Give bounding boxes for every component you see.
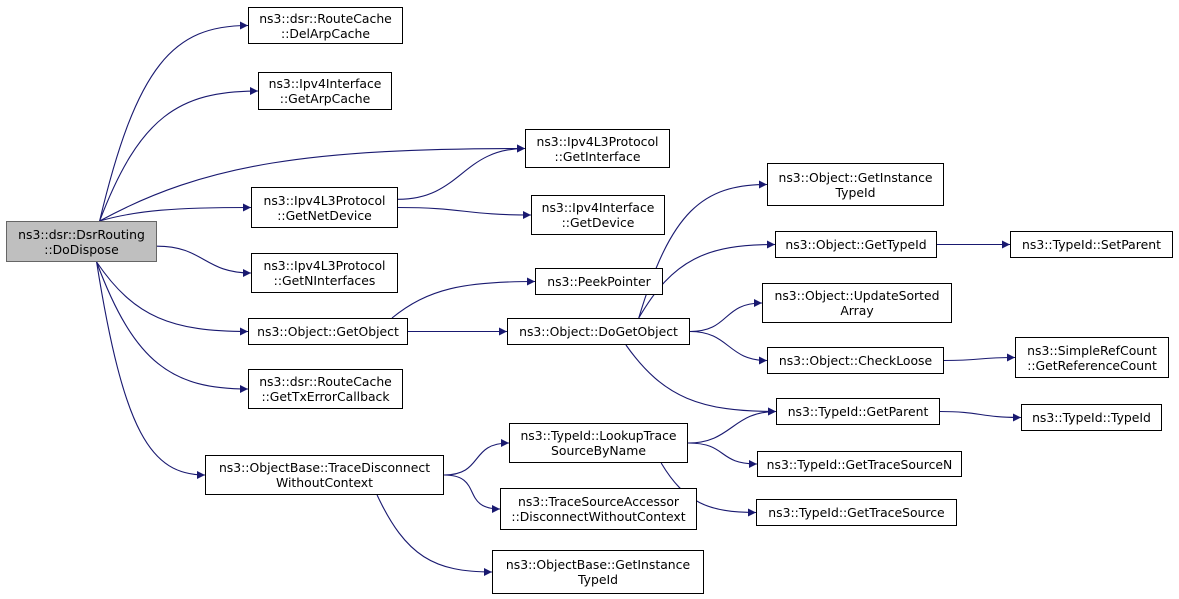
node-gettracesourcen[interactable]: ns3::TypeId::GetTraceSourceN [757, 451, 962, 477]
node-getrefcount[interactable]: ns3::SimpleRefCount::GetReferenceCount [1015, 337, 1169, 378]
edge-root-to-getarp [99, 87, 259, 222]
node-label-line: ns3::Ipv4L3Protocol [536, 133, 659, 149]
edge-dogetobject-to-checkloose [689, 330, 768, 365]
node-tracesourceaccessor[interactable]: ns3::TraceSourceAccessor::DisconnectWith… [500, 488, 697, 530]
node-label-line: ns3::TypeId::GetParent [787, 404, 929, 419]
edge-checkloose-to-getrefcount [943, 353, 1016, 362]
node-objgettypeid[interactable]: ns3::Object::GetTypeId [775, 231, 937, 258]
edge-root-to-getinterface [99, 144, 526, 222]
edge-getparent-to-typeid [939, 410, 1022, 422]
node-label-line: ns3::Ipv4Interface [541, 200, 655, 215]
node-label-line: ::DoDispose [44, 241, 119, 257]
node-label-line: ns3::ObjectBase::TraceDisconnect [218, 460, 431, 475]
edge-root-to-getninterfaces [156, 245, 252, 277]
node-label-line: TypeId [835, 184, 876, 200]
node-label-line: WithoutContext [276, 475, 373, 490]
node-label-line: SourceByName [551, 443, 646, 458]
node-label-line: ns3::SimpleRefCount [1027, 342, 1157, 358]
node-label-line: ns3::Object::GetInstance [778, 169, 933, 185]
node-label-line: ns3::Ipv4L3Protocol [263, 258, 386, 273]
edge-lookuptrace-to-gettracesourcen [687, 442, 758, 468]
node-label-line: ns3::dsr::DsrRouting [18, 226, 145, 242]
node-label-line: ns3::dsr::RouteCache [259, 374, 392, 389]
node-getparent[interactable]: ns3::TypeId::GetParent [776, 398, 940, 425]
node-label-line: ::GetNInterfaces [273, 273, 376, 288]
node-getinterface[interactable]: ns3::Ipv4L3Protocol::GetInterface [525, 129, 670, 168]
node-label-line: ::GetTxErrorCallback [261, 389, 390, 404]
node-label-line: ::GetNetDevice [277, 207, 372, 223]
node-label-line: ::GetInterface [554, 148, 641, 164]
node-label-line: Array [840, 303, 874, 318]
edge-getobject-to-peekpointer [391, 277, 536, 319]
edge-root-to-getobject [96, 261, 249, 336]
edge-root-to-gettxerror [96, 261, 249, 393]
edge-tracedisconnect-to-objbasegetinstance [376, 494, 493, 576]
node-label-line: ns3::TypeId::GetTraceSource [768, 505, 945, 520]
node-label-line: ns3::TypeId::TypeId [1032, 410, 1151, 425]
node-delarp[interactable]: ns3::dsr::RouteCache::DelArpCache [248, 7, 403, 44]
node-getobject[interactable]: ns3::Object::GetObject [248, 318, 408, 345]
node-label-line: ns3::ObjectBase::GetInstance [505, 557, 691, 572]
node-label-line: ns3::Object::UpdateSorted [774, 288, 940, 303]
node-getdevice[interactable]: ns3::Ipv4Interface::GetDevice [531, 195, 665, 235]
edge-root-to-tracedisconnect [96, 261, 206, 479]
node-label-line: ::GetDevice [561, 215, 635, 230]
node-getarp[interactable]: ns3::Ipv4Interface::GetArpCache [258, 72, 392, 110]
node-label-line: TypeId [578, 572, 618, 587]
node-setparent[interactable]: ns3::TypeId::SetParent [1010, 231, 1173, 258]
node-label-line: ns3::TraceSourceAccessor [517, 494, 680, 509]
edge-tracedisconnect-to-tracesourceaccessor [443, 474, 501, 513]
node-label-line: ns3::Object::GetTypeId [785, 237, 927, 252]
node-label-line: ns3::TypeId::LookupTrace [520, 428, 677, 443]
node-label-line: ::DisconnectWithoutContext [511, 509, 686, 524]
edge-dogetobject-to-updatesorted [689, 299, 763, 333]
node-label-line: ns3::dsr::RouteCache [259, 10, 392, 26]
node-getnetdevice[interactable]: ns3::Ipv4L3Protocol::GetNetDevice [251, 187, 398, 228]
node-typeid[interactable]: ns3::TypeId::TypeId [1021, 404, 1162, 431]
node-getninterfaces[interactable]: ns3::Ipv4L3Protocol::GetNInterfaces [251, 253, 398, 293]
node-label-line: ::GetReferenceCount [1027, 357, 1157, 373]
node-label-line: ns3::Object::GetObject [257, 324, 399, 339]
edge-dogetobject-to-objgettypeid [638, 240, 776, 319]
edge-dogetobject-to-getparent [625, 344, 777, 416]
node-label-line: ns3::TypeId::SetParent [1022, 237, 1161, 252]
edge-tracedisconnect-to-lookuptrace [443, 439, 510, 476]
edge-getnetdevice-to-getinterface [397, 144, 526, 200]
node-label-line: ns3::PeekPointer [547, 274, 651, 289]
node-label-line: ns3::Ipv4L3Protocol [263, 192, 386, 208]
node-label-line: ns3::Object::DoGetObject [519, 324, 678, 339]
node-root: ns3::dsr::DsrRouting::DoDispose [6, 221, 157, 262]
edge-lookuptrace-to-getparent [687, 407, 777, 444]
edge-lookuptrace-to-gettracesource [660, 462, 757, 517]
node-label-line: ns3::Ipv4Interface [268, 76, 382, 91]
node-label-line: ::DelArpCache [281, 25, 370, 41]
node-gettxerror[interactable]: ns3::dsr::RouteCache::GetTxErrorCallback [248, 369, 403, 409]
edge-root-to-getnetdevice [99, 203, 252, 222]
node-label-line: ::GetArpCache [279, 91, 371, 106]
edge-root-to-delarp [99, 21, 249, 222]
edge-getnetdevice-to-getdevice [397, 206, 532, 219]
node-label-line: ns3::TypeId::GetTraceSourceN [766, 456, 953, 472]
node-dogetobject[interactable]: ns3::Object::DoGetObject [507, 318, 690, 345]
node-peekpointer[interactable]: ns3::PeekPointer [535, 268, 663, 295]
node-checkloose[interactable]: ns3::Object::CheckLoose [767, 347, 944, 374]
node-gettracesource[interactable]: ns3::TypeId::GetTraceSource [756, 499, 957, 526]
node-label-line: ns3::Object::CheckLoose [778, 353, 933, 368]
